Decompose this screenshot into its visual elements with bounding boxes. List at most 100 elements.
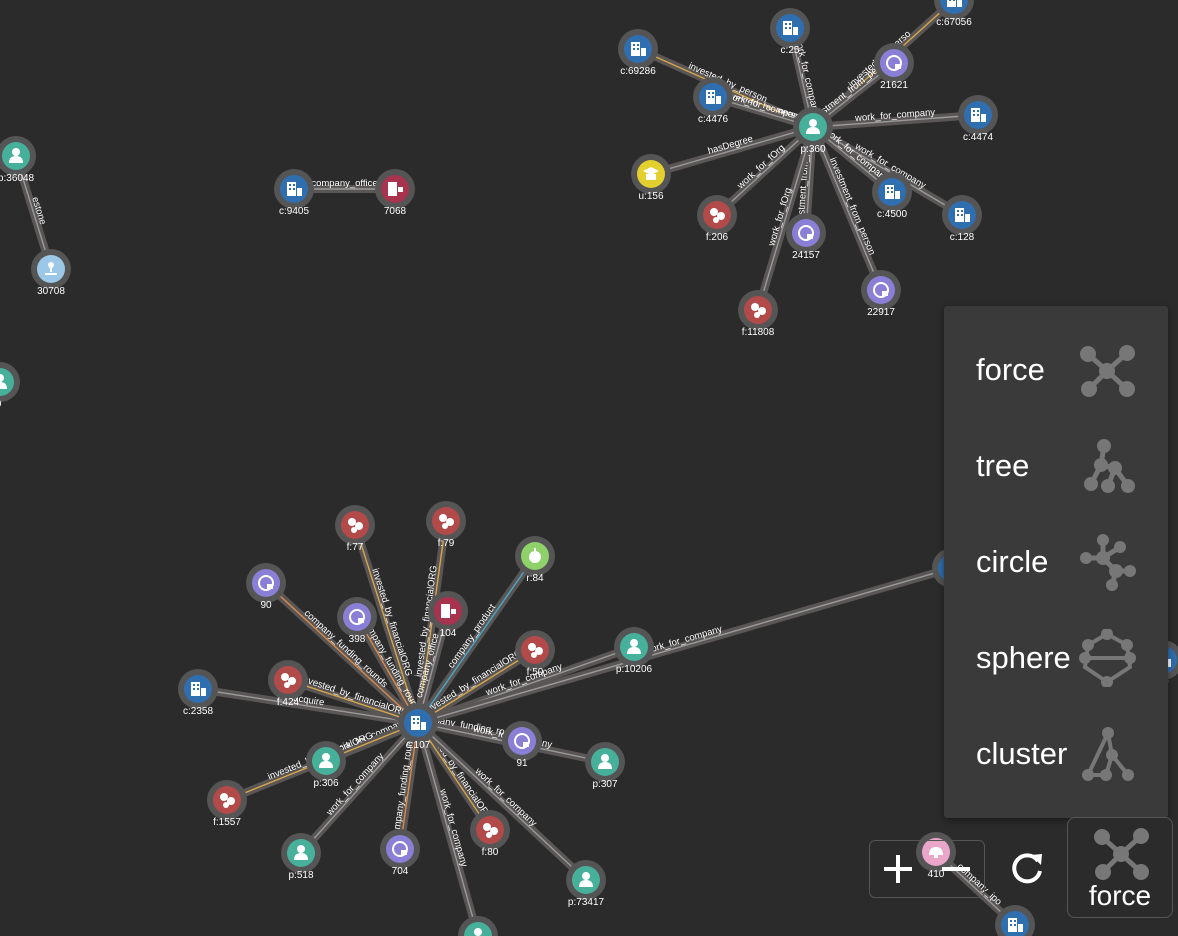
graph-node[interactable]: c:69286 [618, 29, 658, 77]
node-label: c:25 [781, 45, 800, 56]
node-label: p:307 [592, 779, 617, 790]
building-icon [287, 182, 302, 196]
node-circle [476, 816, 504, 844]
graph-node[interactable]: p:307 [585, 742, 625, 790]
graph-node[interactable] [995, 905, 1035, 936]
graph-node[interactable]: p:36048 [0, 136, 36, 184]
graph-edge[interactable]: work_for_company [809, 107, 982, 131]
node-label: c:4474 [963, 132, 993, 143]
building-icon [971, 108, 986, 122]
node-label: 410 [928, 869, 945, 880]
node-label: c:69286 [620, 66, 656, 77]
graph-node[interactable]: f:424 [268, 660, 308, 708]
building-icon [955, 208, 970, 222]
graph-node[interactable]: c:2358 [178, 669, 218, 717]
node-label: c:128 [950, 232, 975, 243]
layout-option-sphere[interactable]: sphere [944, 610, 1168, 706]
graph-edge[interactable]: acquire [194, 685, 422, 727]
plus-icon [884, 855, 912, 883]
funding-round-icon [349, 609, 365, 625]
node-circle [880, 49, 908, 77]
layout-option-force[interactable]: force [944, 322, 1168, 418]
money-icon [348, 518, 363, 533]
money-icon [751, 303, 766, 318]
graph-node[interactable]: p:10206 [614, 627, 654, 675]
layout-option-tree[interactable]: tree [944, 418, 1168, 514]
edge-line [757, 126, 814, 311]
node-label: f:77 [347, 542, 364, 553]
node-label: f:80 [482, 847, 499, 858]
node-label: c:4500 [877, 209, 907, 220]
node-label: 910 [0, 399, 2, 410]
edge-line [417, 567, 953, 724]
node-circle [341, 511, 369, 539]
layout-option-circle[interactable]: circle [944, 514, 1168, 610]
zoom-out-button[interactable] [927, 840, 985, 898]
layout-option-label: sphere [976, 640, 1071, 675]
node-label: 398 [349, 634, 366, 645]
graph-node[interactable]: p:73417 [566, 860, 606, 908]
graph-node[interactable]: c:4476 [693, 77, 733, 125]
graph-node[interactable]: c:67056 [934, 0, 974, 28]
building-icon [1008, 918, 1023, 932]
node-circle [432, 507, 460, 535]
graph-node[interactable]: 21621 [874, 43, 914, 91]
graph-node[interactable]: p:518 [281, 833, 321, 881]
money-icon [528, 643, 543, 658]
graph-node[interactable]: f:50 [515, 630, 555, 678]
graph-node[interactable]: p:360 [793, 107, 833, 155]
zoom-in-button[interactable] [869, 840, 927, 898]
graph-node[interactable]: 410 [916, 832, 956, 880]
edge-line [812, 114, 979, 128]
graph-node[interactable]: c:9405 [274, 169, 314, 217]
graph-node[interactable]: c:25 [770, 8, 810, 56]
node-label: f:206 [706, 232, 729, 243]
node-label: c:2358 [183, 706, 213, 717]
graph-node[interactable]: c:107 [398, 703, 438, 751]
graph-node[interactable]: 910 [0, 362, 20, 410]
edge-label: company_office [311, 178, 377, 189]
graph-edge[interactable]: work_for_company [414, 564, 956, 727]
edge-line [716, 126, 814, 216]
graph-node[interactable]: 22917 [861, 270, 901, 318]
graph-node[interactable]: 30708 [31, 249, 71, 297]
graph-node[interactable]: f:80 [470, 810, 510, 858]
building-icon [631, 42, 646, 56]
graph-node[interactable]: p:306 [306, 741, 346, 789]
graph-node[interactable]: f:77 [335, 505, 375, 553]
graph-node[interactable]: 24157 [786, 213, 826, 261]
node-circle [521, 636, 549, 664]
money-icon [483, 823, 498, 838]
graph-node[interactable]: 104 [428, 591, 468, 639]
refresh-button[interactable] [998, 840, 1056, 898]
graph-node[interactable]: r:84 [515, 536, 555, 584]
graph-node[interactable]: 90 [246, 563, 286, 611]
graph-node[interactable]: f:1557 [207, 780, 247, 828]
money-icon [710, 208, 725, 223]
graph-node[interactable] [458, 916, 498, 936]
graph-node[interactable]: c:128 [942, 195, 982, 243]
layout-option-cluster[interactable]: cluster [944, 706, 1168, 802]
edge-line [812, 126, 963, 216]
edge-line [417, 722, 479, 936]
node-label: c:9405 [279, 206, 309, 217]
graph-node[interactable]: 7068 [375, 169, 415, 217]
graph-node[interactable]: f:206 [697, 195, 737, 243]
person-icon [9, 148, 23, 163]
graph-node[interactable]: f:79 [426, 501, 466, 549]
graph-node[interactable]: 704 [380, 829, 420, 877]
node-label: 22917 [867, 307, 895, 318]
ipo-icon [929, 847, 943, 858]
graph-node[interactable]: 398 [337, 597, 377, 645]
graph-node[interactable]: 91 [502, 721, 542, 769]
graph-node[interactable]: c:4500 [872, 172, 912, 220]
edge-line [300, 722, 419, 854]
graph-node[interactable]: u:156 [631, 154, 671, 202]
edge-line [417, 555, 536, 724]
sphere-layout-icon [1079, 629, 1136, 687]
layout-toggle-button[interactable]: force [1067, 817, 1173, 918]
person-icon [579, 872, 593, 887]
graph-node[interactable]: f:11808 [738, 290, 778, 338]
graph-node[interactable]: c:4474 [958, 95, 998, 143]
node-circle [274, 666, 302, 694]
